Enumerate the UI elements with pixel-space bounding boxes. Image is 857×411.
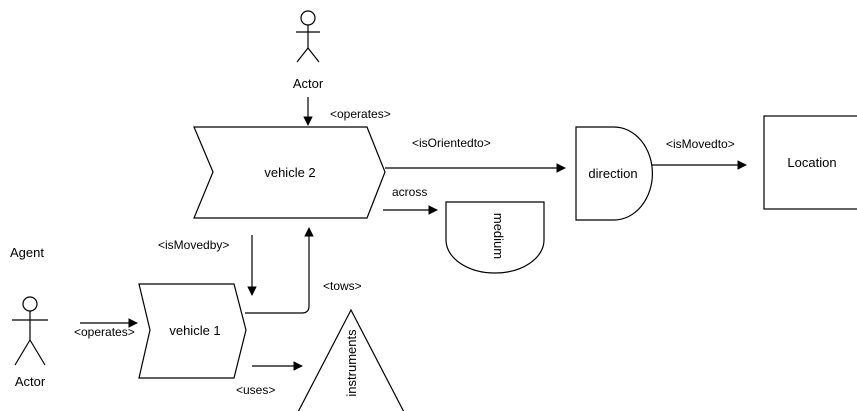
vehicle-1-label: vehicle 1 — [169, 323, 220, 338]
direction-shape — [575, 126, 654, 221]
node-instruments[interactable]: instruments — [297, 308, 405, 411]
node-direction[interactable]: direction — [575, 126, 654, 221]
edge-tows[interactable] — [245, 227, 314, 314]
actor-top-label: Actor — [293, 76, 324, 91]
instruments-shape — [297, 308, 405, 411]
edge-is-moved-to-label: <isMovedto> — [666, 137, 735, 151]
node-vehicle-2[interactable]: vehicle 2 — [193, 126, 386, 219]
actor-stick-figure-icon — [296, 10, 320, 63]
medium-label: medium — [491, 213, 506, 259]
medium-shape — [445, 201, 545, 274]
node-medium[interactable]: medium — [445, 201, 545, 274]
vehicle-1-shape — [138, 283, 247, 379]
edge-tows-label: <tows> — [323, 279, 362, 293]
actor-stick-figure-icon — [12, 296, 48, 366]
node-vehicle-1[interactable]: vehicle 1 — [138, 283, 247, 379]
edge-operates-top-label: <operates> — [330, 107, 391, 121]
location-label: Location — [787, 155, 836, 170]
direction-label: direction — [588, 166, 637, 181]
location-shape — [763, 115, 857, 210]
instruments-label: instruments — [344, 329, 359, 397]
vehicle-2-shape — [193, 126, 386, 219]
actor-top[interactable]: Actor — [293, 10, 324, 91]
vehicle-2-label: vehicle 2 — [264, 165, 315, 180]
edge-is-moved-by-label: <isMovedby> — [158, 238, 229, 252]
edge-uses-label: <uses> — [236, 383, 275, 397]
edge-across-label: across — [392, 185, 427, 199]
edge-operates-bottom-label: <operates> — [74, 325, 135, 339]
node-location[interactable]: Location — [763, 115, 857, 210]
actor-bottom[interactable]: Actor — [12, 296, 48, 389]
actor-bottom-label: Actor — [15, 374, 46, 389]
agent-label: Agent — [10, 245, 44, 260]
edge-is-oriented-to-label: <isOrientedto> — [412, 136, 491, 150]
